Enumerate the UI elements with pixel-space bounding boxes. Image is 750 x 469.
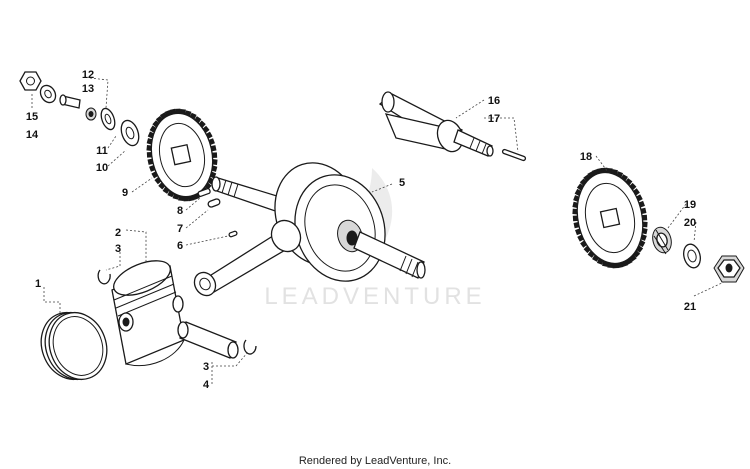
callout-9[interactable]: 9 [122,187,128,199]
crankshaft-5[interactable] [190,152,426,300]
key-8[interactable] [197,187,211,197]
gear-9[interactable] [144,108,220,203]
nut-21[interactable] [713,255,745,283]
callout-19[interactable]: 19 [684,199,696,211]
bearing-19[interactable] [650,225,674,255]
piston-2[interactable] [109,254,185,366]
circlip-3-upper[interactable] [97,269,111,285]
callout-7[interactable]: 7 [177,223,183,235]
callout-8[interactable]: 8 [177,205,183,217]
washer-10[interactable] [118,118,142,148]
callout-10[interactable]: 10 [96,162,108,174]
gear-18[interactable] [569,166,651,269]
footer-credit: Rendered by LeadVenture, Inc. [299,455,451,467]
callout-14[interactable]: 14 [26,129,39,141]
callout-2[interactable]: 2 [115,227,121,239]
callout-15[interactable]: 15 [26,111,38,123]
watermark-text: LEADVENTURE [264,283,485,310]
callout-3-lower[interactable]: 3 [203,361,209,373]
key-7[interactable] [207,198,221,208]
nut-15[interactable] [19,71,42,91]
washer-20[interactable] [681,242,703,269]
callout-1[interactable]: 1 [35,278,41,290]
callout-12[interactable]: 12 [82,69,94,81]
callout-17[interactable]: 17 [488,113,500,125]
piston-pin-4[interactable] [177,321,239,359]
callout-4[interactable]: 4 [203,379,210,391]
key-17[interactable] [501,148,527,162]
shaft-pin-13[interactable] [59,94,81,109]
washer-14[interactable] [37,83,58,106]
callout-20[interactable]: 20 [684,217,696,229]
piston-ring-set-1[interactable] [32,304,116,387]
callout-6[interactable]: 6 [177,240,183,252]
callout-18[interactable]: 18 [580,151,592,163]
circlip-3-lower[interactable] [243,339,257,355]
balancer-shaft-16[interactable] [378,91,494,157]
callout-16[interactable]: 16 [488,95,500,107]
bearing-12[interactable] [85,107,97,121]
callouts: 1 2 3 3 4 5 6 7 8 9 10 11 12 13 14 15 16… [26,69,696,391]
leader-lines [31,77,725,384]
callout-13[interactable]: 13 [82,83,94,95]
callout-3-upper[interactable]: 3 [115,243,121,255]
callout-5[interactable]: 5 [399,177,405,189]
callout-11[interactable]: 11 [96,145,108,157]
pin-6[interactable] [228,230,238,238]
washer-11[interactable] [99,107,118,132]
callout-21[interactable]: 21 [684,301,696,313]
